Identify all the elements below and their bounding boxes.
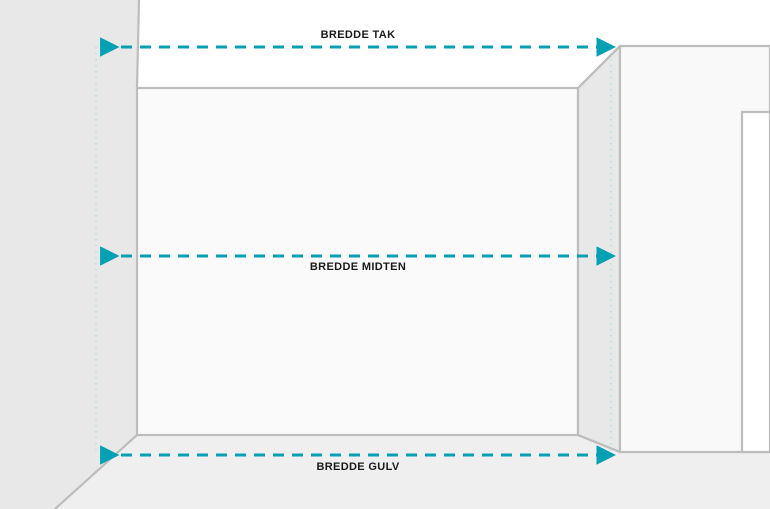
right-panel-inner-rect (740, 110, 770, 454)
left-wall-plane (0, 0, 139, 509)
dimension-label-bredde-midten: BREDDE MIDTEN (309, 261, 407, 273)
right-wall-plane (576, 44, 622, 454)
dimension-label-bredde-tak: BREDDE TAK (320, 29, 396, 41)
right-panel-plane (618, 44, 770, 454)
dimension-label-bredde-gulv: BREDDE GULV (316, 461, 400, 473)
